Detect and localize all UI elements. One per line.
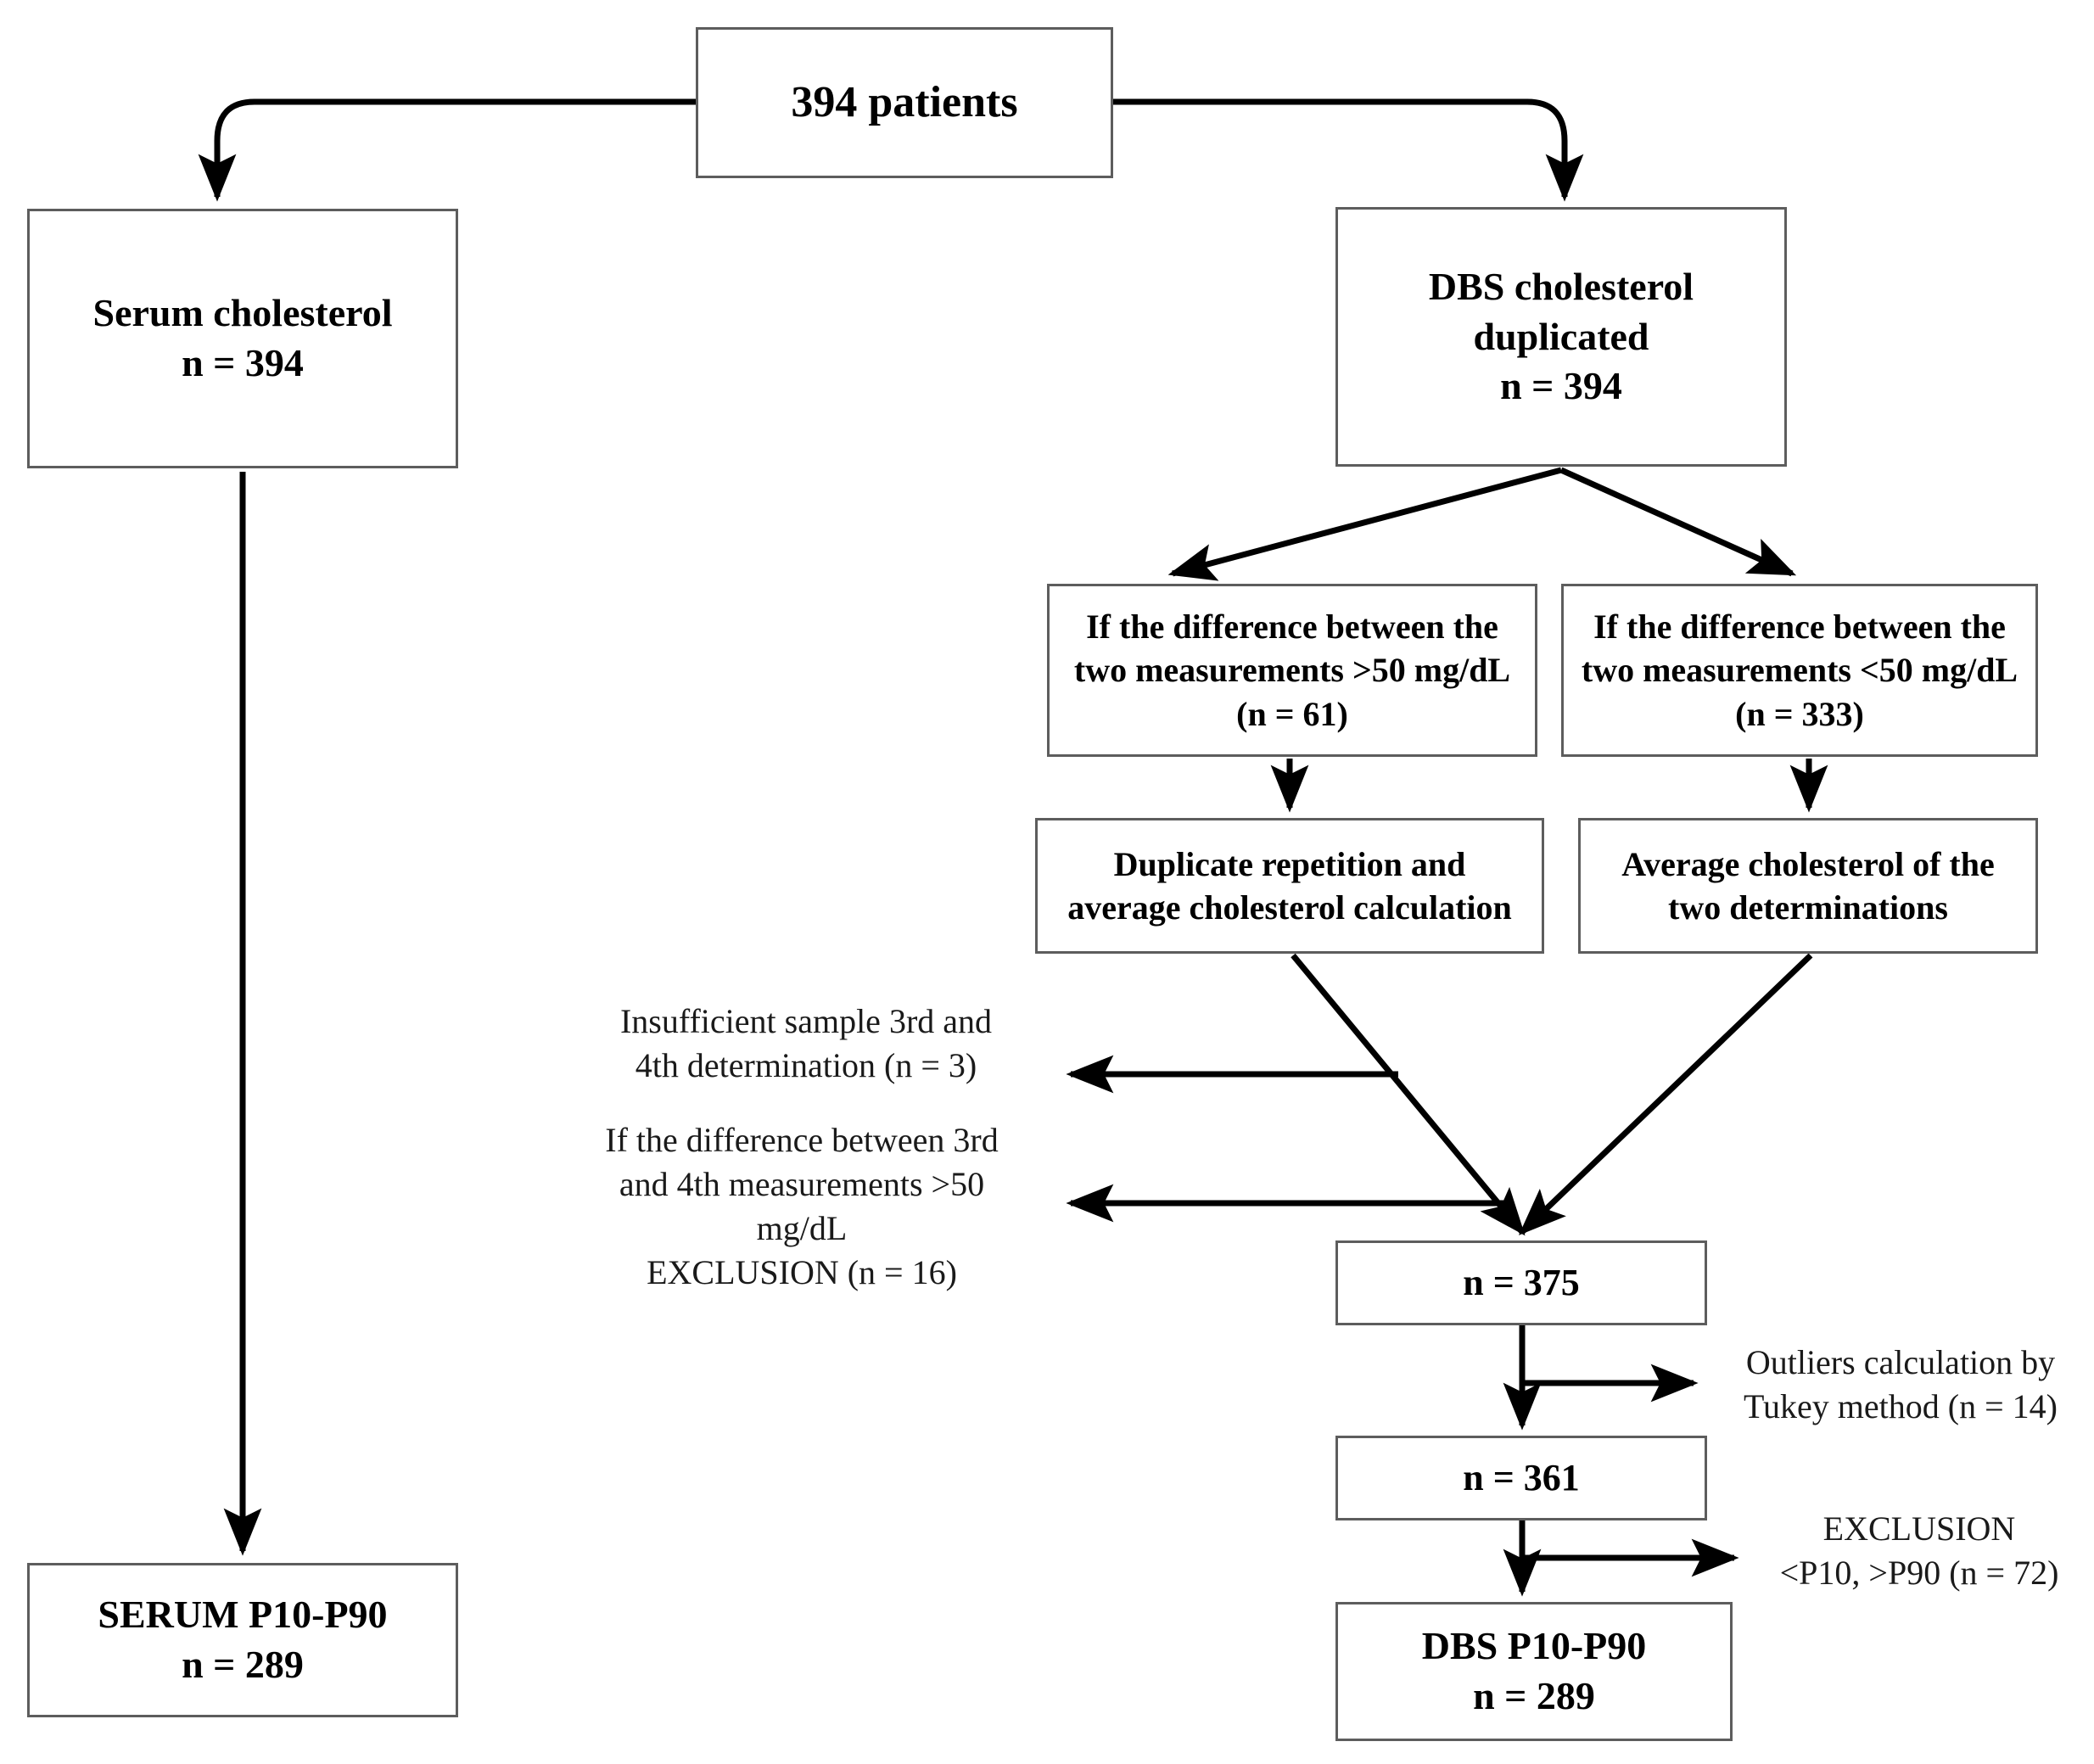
node-serum-p10-p90[interactable]: SERUM P10-P90 n = 289 bbox=[27, 1563, 458, 1717]
node-line: (n = 61) bbox=[1236, 694, 1348, 733]
edge-dbs-to-cond-gt bbox=[1167, 467, 1562, 581]
node-serum-cholesterol[interactable]: Serum cholesterol n = 394 bbox=[27, 209, 458, 468]
node-dbs-p10-p90[interactable]: DBS P10-P90 n = 289 bbox=[1335, 1602, 1733, 1741]
edge-patients-to-serum bbox=[198, 98, 696, 202]
node-line: average cholesterol calculation bbox=[1067, 888, 1512, 927]
node-line: n = 394 bbox=[182, 341, 304, 384]
node-line: two measurements >50 mg/dL bbox=[1073, 651, 1511, 690]
node-line: two determinations bbox=[1668, 888, 1948, 927]
node-line: two measurements <50 mg/dL bbox=[1581, 651, 2018, 690]
note-difference-3rd-4th-exclusion: If the difference between 3rd and 4th me… bbox=[551, 1118, 1052, 1295]
node-line: n = 361 bbox=[1463, 1456, 1580, 1498]
node-average-two-determinations[interactable]: Average cholesterol of the two determina… bbox=[1578, 818, 2038, 954]
note-line: <P10, >P90 (n = 72) bbox=[1779, 1554, 2059, 1592]
node-line: Average cholesterol of the bbox=[1621, 844, 1995, 883]
node-line: Serum cholesterol bbox=[92, 291, 393, 335]
note-line: EXCLUSION (n = 16) bbox=[647, 1253, 957, 1291]
note-outliers-tukey: Outliers calculation by Tukey method (n … bbox=[1707, 1341, 2094, 1429]
node-line: duplicated bbox=[1473, 314, 1649, 358]
note-line: Insufficient sample 3rd and bbox=[619, 1002, 993, 1040]
note-line: Outliers calculation by bbox=[1745, 1343, 2056, 1381]
note-line: and 4th measurements >50 bbox=[619, 1165, 985, 1203]
edge-avg-two-to-n375 bbox=[1518, 953, 1813, 1235]
node-dbs-cholesterol-duplicated[interactable]: DBS cholesterol duplicated n = 394 bbox=[1335, 207, 1787, 467]
edge-dbs-to-cond-lt bbox=[1559, 467, 1797, 577]
node-line: Duplicate repetition and bbox=[1113, 844, 1466, 883]
node-line: n = 375 bbox=[1463, 1261, 1580, 1303]
node-line: n = 289 bbox=[1473, 1674, 1595, 1717]
node-line: n = 289 bbox=[182, 1643, 304, 1686]
node-line: (n = 333) bbox=[1735, 694, 1864, 733]
note-exclusion-p10-p90: EXCLUSION <P10, >P90 (n = 72) bbox=[1748, 1507, 2091, 1595]
note-line: 4th determination (n = 3) bbox=[635, 1046, 977, 1084]
node-condition-difference-greater-50[interactable]: If the difference between the two measur… bbox=[1047, 584, 1537, 757]
node-line: If the difference between the bbox=[1086, 608, 1498, 647]
note-line: If the difference between 3rd bbox=[605, 1121, 999, 1159]
node-n-361[interactable]: n = 361 bbox=[1335, 1436, 1707, 1520]
edge-patients-to-dbs bbox=[1113, 98, 1584, 202]
note-line: Tukey method (n = 14) bbox=[1744, 1387, 2058, 1425]
node-line: 394 patients bbox=[791, 77, 1018, 126]
edge-dup-rep-to-n375 bbox=[1291, 953, 1526, 1236]
node-line: If the difference between the bbox=[1593, 608, 2006, 647]
node-duplicate-repetition[interactable]: Duplicate repetition and average cholest… bbox=[1035, 818, 1544, 954]
node-condition-difference-less-50[interactable]: If the difference between the two measur… bbox=[1561, 584, 2038, 757]
node-line: SERUM P10-P90 bbox=[98, 1593, 388, 1637]
note-line: EXCLUSION bbox=[1822, 1509, 2016, 1548]
node-line: DBS P10-P90 bbox=[1421, 1624, 1647, 1668]
node-n-375[interactable]: n = 375 bbox=[1335, 1240, 1707, 1325]
node-line: n = 394 bbox=[1500, 364, 1622, 408]
note-insufficient-sample: Insufficient sample 3rd and 4th determin… bbox=[560, 1000, 1052, 1088]
node-line: DBS cholesterol bbox=[1428, 264, 1694, 308]
note-line: mg/dL bbox=[756, 1209, 848, 1247]
node-394-patients[interactable]: 394 patients bbox=[696, 27, 1113, 178]
